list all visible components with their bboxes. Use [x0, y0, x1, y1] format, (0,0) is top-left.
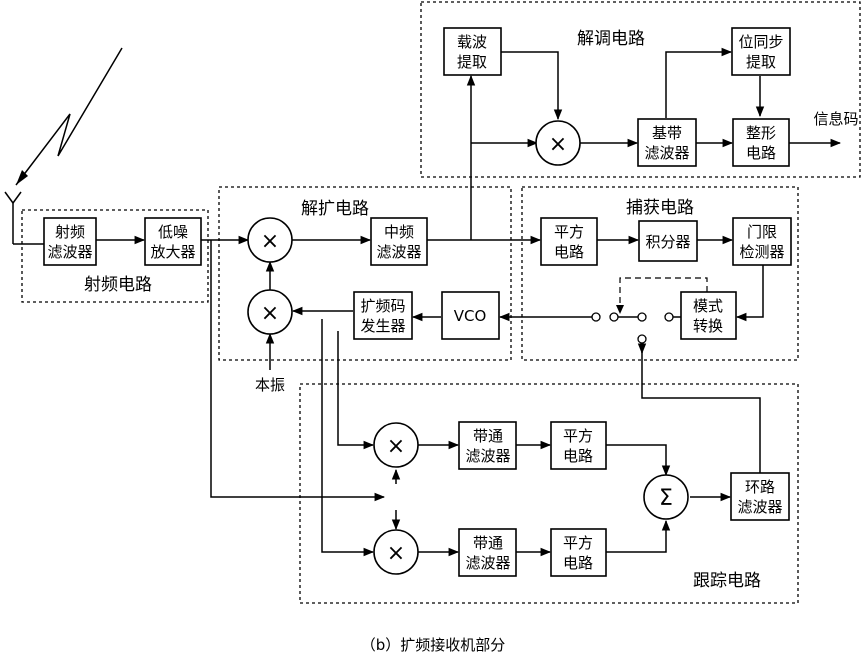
sum-symbol: Σ [659, 486, 673, 511]
svg-text:提取: 提取 [457, 53, 487, 71]
bandpass-filter-upper-block: 带通 滤波器 [458, 421, 517, 470]
svg-text:积分器: 积分器 [645, 233, 690, 251]
svg-text:VCO: VCO [454, 307, 487, 325]
multiply-symbol: × [261, 229, 279, 254]
svg-text:电路: 电路 [563, 554, 593, 572]
mode-switch [591, 312, 674, 344]
svg-text:带通: 带通 [473, 427, 503, 445]
carrier-extract-block: 载波 提取 [443, 27, 502, 76]
svg-text:环路: 环路 [745, 478, 775, 496]
track-multiplier-upper: × [373, 422, 419, 468]
track-group-title: 跟踪电路 [693, 571, 761, 591]
rf-group-frame [21, 209, 209, 303]
despread-multiplier: × [247, 217, 293, 263]
multiply-symbol: × [387, 541, 405, 566]
capture-group-frame [521, 186, 799, 361]
switch-contact [609, 312, 619, 322]
switch-contact [637, 334, 647, 344]
capture-square-block: 平方 电路 [540, 217, 598, 266]
loop-filter-block: 环路 滤波器 [730, 472, 790, 521]
rf-filter-block: 射频 滤波器 [43, 217, 97, 266]
svg-text:提取: 提取 [746, 53, 776, 71]
multiply-symbol: × [387, 434, 405, 459]
svg-text:带通: 带通 [473, 534, 503, 552]
multiply-symbol: × [261, 301, 279, 326]
antenna-icon [4, 191, 44, 245]
svg-text:滤波器: 滤波器 [465, 447, 510, 465]
integrator-block: 积分器 [638, 220, 698, 262]
svg-text:电路: 电路 [563, 447, 593, 465]
svg-text:基带: 基带 [652, 124, 682, 142]
baseband-filter-block: 基带 滤波器 [637, 118, 697, 167]
svg-text:整形: 整形 [746, 124, 776, 142]
lo-label: 本振 [255, 376, 285, 394]
square-upper-block: 平方 电路 [550, 421, 607, 470]
svg-text:检测器: 检测器 [739, 243, 784, 261]
summer: Σ [643, 474, 689, 520]
svg-text:放大器: 放大器 [150, 243, 195, 261]
bitsync-block: 位同步 提取 [731, 27, 791, 76]
svg-text:转换: 转换 [693, 317, 723, 335]
signal-lines [96, 47, 842, 557]
svg-text:滤波器: 滤波器 [644, 144, 689, 162]
svg-text:平方: 平方 [563, 427, 593, 445]
svg-text:扩频码: 扩频码 [360, 297, 405, 315]
svg-text:平方: 平方 [563, 534, 593, 552]
svg-text:滤波器: 滤波器 [737, 498, 782, 516]
svg-text:低噪: 低噪 [158, 223, 188, 241]
svg-text:平方: 平方 [554, 223, 584, 241]
demod-group-frame [420, 1, 861, 178]
lo-multiplier: × [247, 289, 293, 335]
svg-text:位同步: 位同步 [738, 33, 783, 51]
svg-text:滤波器: 滤波器 [376, 243, 421, 261]
mode-switch-block: 模式 转换 [680, 291, 737, 340]
if-filter-block: 中频 滤波器 [370, 217, 428, 266]
svg-text:模式: 模式 [693, 297, 723, 315]
switch-contact [637, 312, 647, 322]
capture-group-title: 捕获电路 [626, 198, 694, 218]
svg-text:射频: 射频 [55, 223, 85, 241]
threshold-detector-block: 门限 检测器 [732, 217, 792, 266]
lna-block: 低噪 放大器 [144, 217, 202, 266]
code-generator-block: 扩频码 发生器 [353, 291, 413, 340]
svg-text:电路: 电路 [554, 243, 584, 261]
svg-text:门限: 门限 [747, 223, 777, 241]
svg-text:滤波器: 滤波器 [465, 554, 510, 572]
despread-group-frame [218, 186, 512, 361]
switch-contact [664, 312, 674, 322]
svg-text:中频: 中频 [384, 223, 414, 241]
svg-text:载波: 载波 [457, 33, 487, 51]
radio-wave-icon [15, 47, 123, 186]
despread-group-title: 解扩电路 [301, 199, 369, 219]
vco-block: VCO [441, 291, 500, 340]
svg-text:滤波器: 滤波器 [47, 243, 92, 261]
demod-group-title: 解调电路 [577, 29, 645, 49]
bandpass-filter-lower-block: 带通 滤波器 [458, 528, 517, 577]
svg-text:发生器: 发生器 [360, 317, 405, 335]
svg-text:电路: 电路 [746, 144, 776, 162]
square-lower-block: 平方 电路 [550, 528, 607, 577]
rf-group-title: 射频电路 [84, 275, 152, 295]
output-label: 信息码 [813, 110, 858, 128]
multiply-symbol: × [549, 132, 567, 157]
figure-caption: （b）扩频接收机部分 [361, 636, 506, 654]
track-group-frame [299, 383, 799, 604]
shaping-block: 整形 电路 [732, 118, 790, 167]
demod-multiplier: × [535, 120, 581, 166]
track-multiplier-lower: × [373, 529, 419, 575]
switch-contact [591, 312, 601, 322]
